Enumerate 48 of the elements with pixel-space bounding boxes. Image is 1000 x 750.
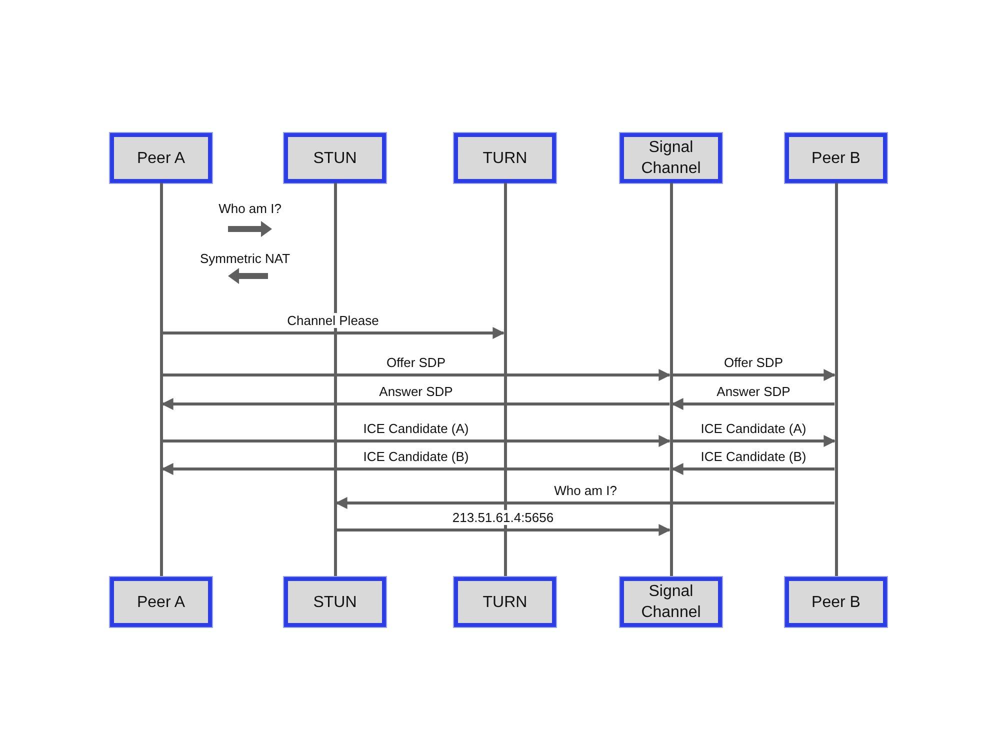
message-arrow — [336, 524, 671, 536]
participant-box — [110, 577, 212, 627]
participant-box — [620, 133, 722, 183]
edge-label: Offer SDP — [722, 355, 785, 370]
edge-label: ICE Candidate (B) — [698, 449, 808, 464]
message-arrow — [671, 398, 834, 410]
lifeline — [834, 183, 838, 577]
edge-label: Answer SDP — [714, 384, 792, 399]
edge-label: 213.51.61.4:5656 — [450, 510, 556, 525]
lifeline — [334, 183, 336, 577]
edge-label: ICE Candidate (A) — [361, 421, 471, 436]
participant-name: Peer B — [812, 148, 860, 168]
message-arrow — [672, 369, 836, 381]
participant-box — [785, 133, 887, 183]
participant-box — [284, 133, 386, 183]
participant-box — [454, 133, 556, 183]
participant-name: TURN — [482, 148, 528, 168]
message-arrow — [161, 463, 670, 475]
message-arrow — [671, 463, 834, 475]
participant-name: Peer A — [136, 592, 186, 612]
participant-box — [620, 577, 722, 627]
note-text: Symmetric NAT — [198, 251, 292, 266]
edge-label: Channel Please — [285, 313, 381, 328]
message-arrow — [162, 369, 671, 381]
participant-box — [284, 577, 386, 627]
message-arrow — [162, 327, 505, 339]
participant-name: Signal Channel — [640, 582, 702, 623]
edge-label: ICE Candidate (B) — [361, 449, 471, 464]
message-arrow — [161, 398, 670, 410]
message-arrow — [162, 435, 671, 447]
participant-name: Signal Channel — [640, 138, 702, 179]
participant-name: Peer A — [136, 148, 186, 168]
note-text: Who am I? — [216, 201, 284, 216]
edge-label: Offer SDP — [384, 355, 448, 370]
lifeline — [160, 183, 162, 577]
participant-name: STUN — [313, 148, 357, 168]
message-arrow — [335, 497, 834, 509]
edge-label: ICE Candidate (A) — [698, 421, 808, 436]
participant-name: Peer B — [812, 592, 860, 612]
lifeline — [670, 183, 672, 577]
edge-label: Answer SDP — [377, 384, 455, 399]
participant-name: TURN — [482, 592, 528, 612]
participant-box — [454, 577, 556, 627]
participant-name: STUN — [313, 592, 357, 612]
participant-box — [785, 577, 887, 627]
participant-box — [110, 133, 212, 183]
edge-label: Who am I? — [552, 483, 619, 498]
message-arrow — [672, 435, 836, 447]
